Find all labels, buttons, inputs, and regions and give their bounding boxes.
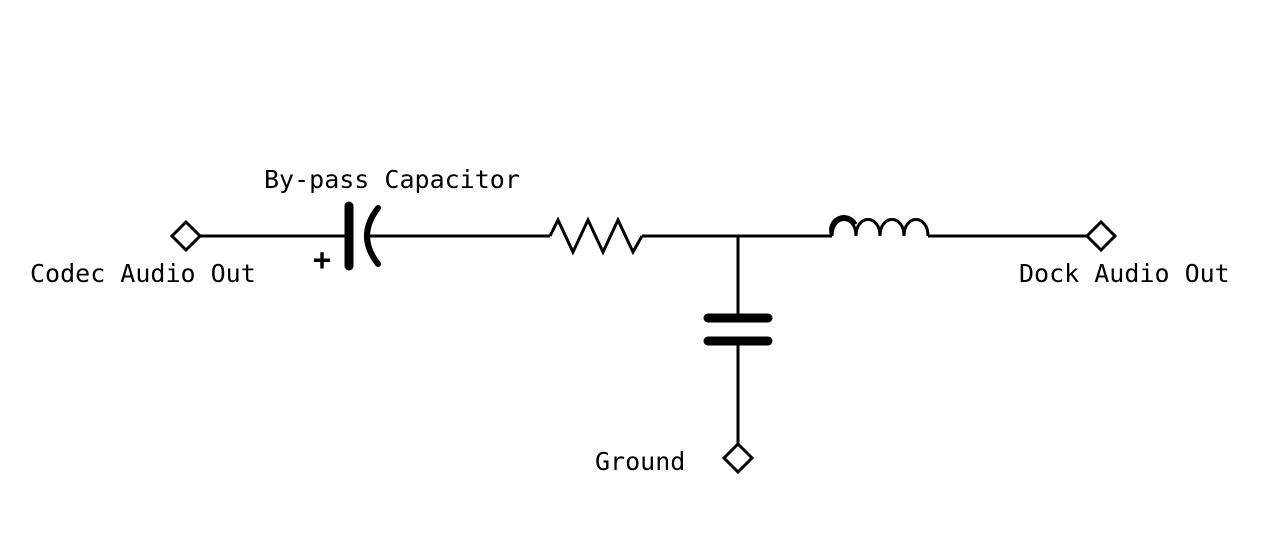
ground-terminal-icon	[721, 441, 755, 475]
ground-label: Ground	[595, 447, 685, 476]
dock-audio-out-label: Dock Audio Out	[1019, 259, 1230, 288]
codec-audio-out-label: Codec Audio Out	[30, 259, 256, 288]
dock-terminal-icon	[1084, 219, 1118, 253]
capacitor-curved-plate	[364, 205, 381, 267]
resistor-icon	[548, 216, 644, 256]
bypass-capacitor-label: By-pass Capacitor	[264, 165, 520, 194]
inductor-icon	[829, 215, 930, 237]
polarity-label: +	[313, 243, 331, 278]
codec-terminal-icon	[169, 219, 203, 253]
